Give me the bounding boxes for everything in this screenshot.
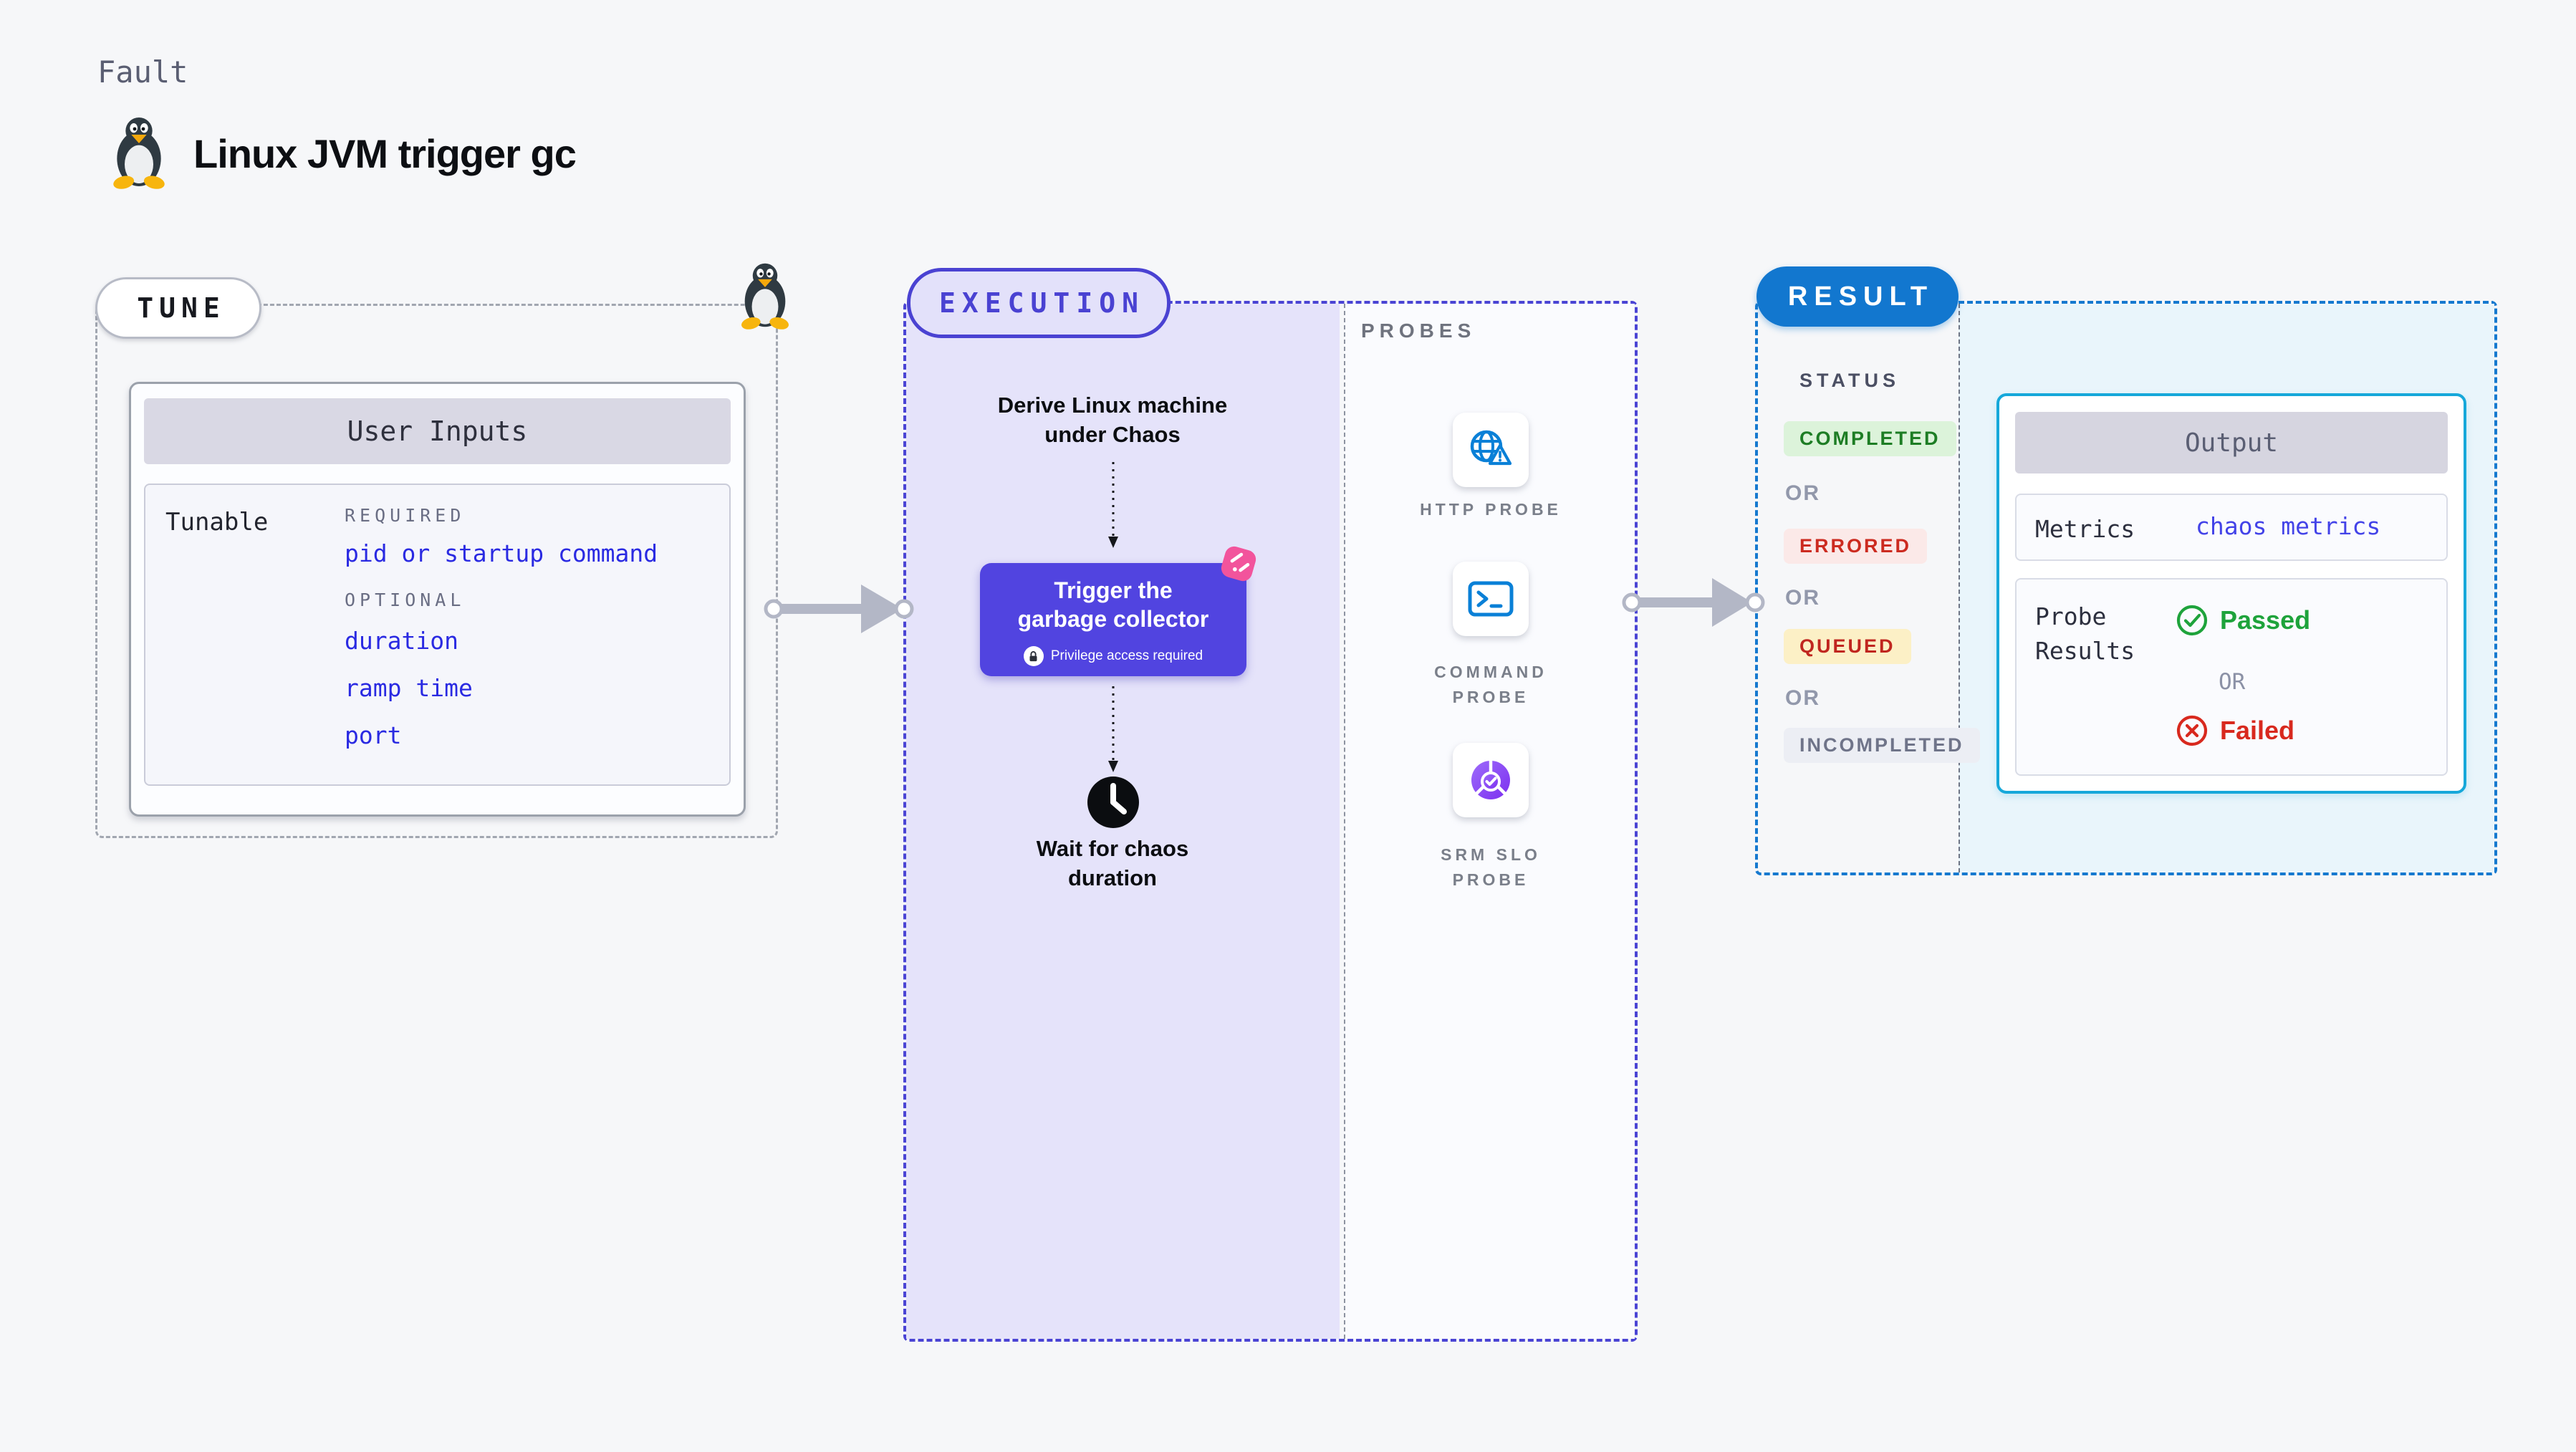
arrow-execution-to-result (1622, 578, 1765, 627)
result-section-label: RESULT (1787, 281, 1934, 312)
arrow-tune-to-execution (764, 585, 914, 633)
output-or-label: OR (2219, 669, 2246, 695)
passed-line: Passed (2176, 604, 2310, 637)
required-label: REQUIRED (345, 505, 466, 526)
http-probe-label: HTTP PROBE (1420, 500, 1562, 519)
lock-icon (1023, 646, 1044, 666)
passed-label: Passed (2220, 605, 2311, 635)
user-inputs-title: User Inputs (144, 398, 731, 464)
output-title: Output (2015, 412, 2448, 473)
derive-step-text: Derive Linux machine under Chaos (997, 393, 1228, 448)
privilege-note: Privilege access required (1050, 648, 1203, 663)
tune-section-label: TUNE (137, 292, 226, 324)
probes-panel-label: PROBES (1361, 319, 1476, 342)
tux-penguin-icon (113, 117, 165, 189)
status-badge-errored: ERRORED (1784, 529, 1928, 564)
failed-label: Failed (2220, 716, 2295, 745)
x-circle-icon (2176, 715, 2208, 746)
dotted-arrow-down-icon (1108, 686, 1118, 772)
terminal-icon (1468, 581, 1514, 617)
metrics-label: Metrics (2035, 515, 2135, 543)
command-probe-label: COMMAND PROBE (1434, 663, 1547, 706)
tux-penguin-icon (741, 263, 789, 330)
status-column-label: STATUS (1799, 370, 1900, 391)
globe-alert-icon (1470, 430, 1512, 466)
tunable-pid-or-startup-command: pid or startup command (345, 539, 658, 567)
fault-step-title-line1: Trigger the (1054, 577, 1173, 603)
http-probe-card (1453, 413, 1529, 487)
optional-label: OPTIONAL (345, 590, 466, 610)
tunable-duration: duration (345, 627, 458, 655)
tunable-row-label: Tunable (165, 508, 269, 537)
tune-section-pill: TUNE (95, 277, 261, 339)
slo-pie-check-icon (1471, 760, 1510, 799)
fault-eyebrow: Fault (97, 54, 188, 90)
user-inputs-card: User Inputs Tunable REQUIRED pid or star… (129, 382, 746, 817)
result-divider (1959, 304, 1960, 872)
wait-step-text: Wait for chaos duration (1036, 836, 1189, 891)
srm-slo-probe-label: SRM SLO PROBE (1441, 845, 1541, 889)
status-badge-completed: COMPLETED (1784, 421, 1956, 456)
probe-results-row: Probe Results Passed OR Failed (2015, 578, 2448, 776)
chaos-fault-icon (1221, 546, 1256, 582)
status-or-label: OR (1785, 686, 1820, 710)
clock-icon (1087, 777, 1139, 828)
metrics-row: Metrics chaos metrics (2015, 494, 2448, 561)
failed-line: Failed (2176, 714, 2294, 747)
dotted-arrow-down-icon (1108, 462, 1118, 548)
probe-results-label: Probe Results (2035, 602, 2135, 665)
user-inputs-body: Tunable REQUIRED pid or startup command … (144, 484, 731, 786)
check-circle-icon (2176, 605, 2208, 636)
execution-section-pill: EXECUTION (907, 268, 1171, 338)
output-card: Output Metrics chaos metrics Probe Resul… (1996, 393, 2466, 794)
status-badge-queued: QUEUED (1784, 629, 1911, 664)
result-section-pill: RESULT (1756, 266, 1959, 327)
status-badge-incompleted: INCOMPLETED (1784, 728, 1980, 763)
metrics-value: chaos metrics (2196, 512, 2381, 540)
tunable-port: port (345, 721, 402, 749)
command-probe-card (1453, 562, 1529, 636)
status-or-label: OR (1785, 481, 1820, 505)
execution-section-label: EXECUTION (939, 287, 1145, 319)
fault-step-title-line2: garbage collector (1017, 606, 1209, 632)
status-or-label: OR (1785, 586, 1820, 610)
fault-step-box: Trigger the garbage collector Privilege … (980, 563, 1246, 676)
tune-section-box (95, 304, 778, 838)
page-title: Linux JVM trigger gc (193, 131, 577, 176)
tunable-ramp-time: ramp time (345, 674, 473, 702)
srm-slo-probe-card (1453, 743, 1529, 817)
